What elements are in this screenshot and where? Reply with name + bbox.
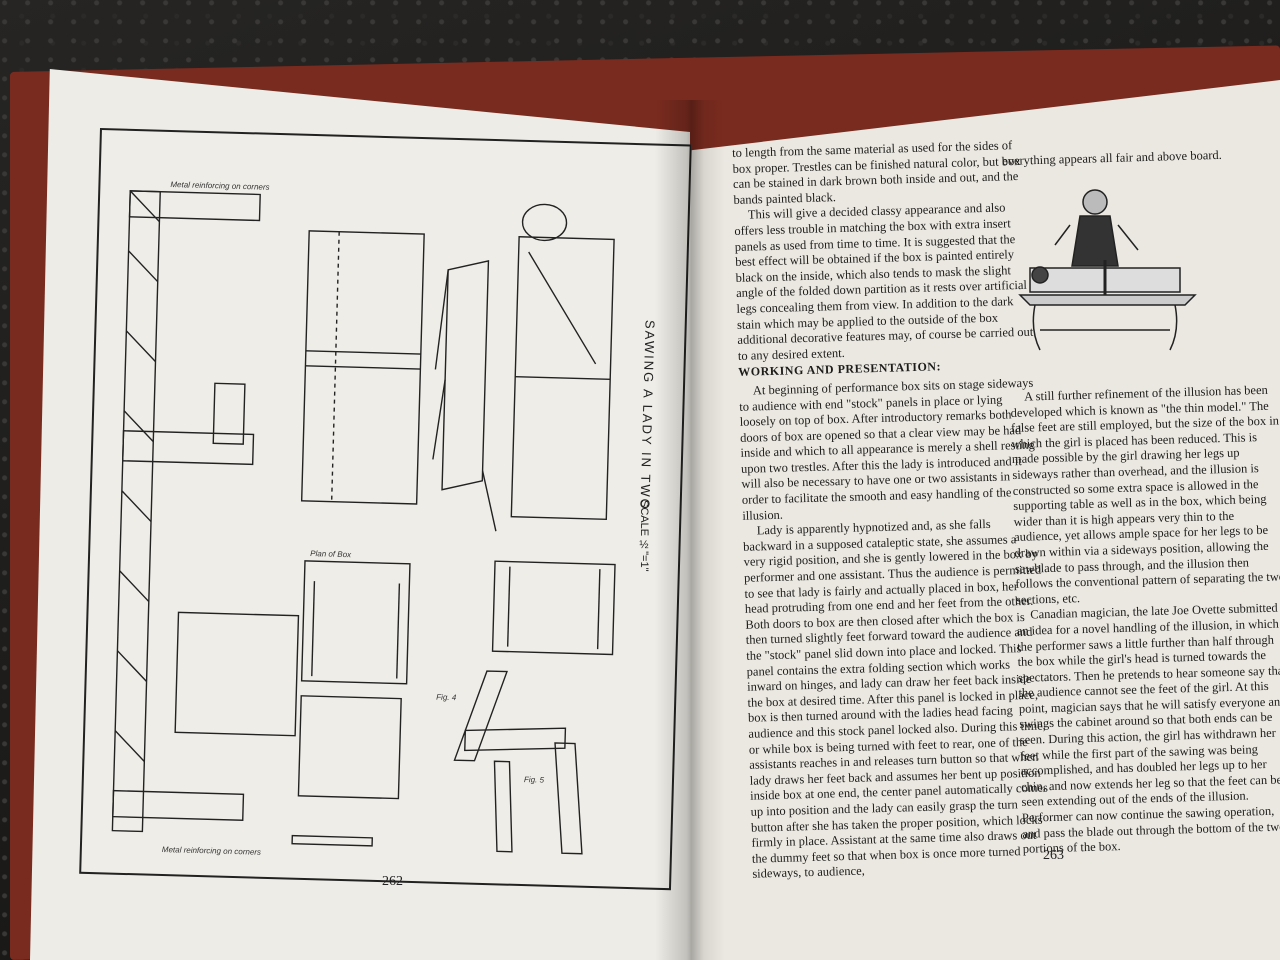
svg-text:Fig. 5: Fig. 5 <box>524 775 545 785</box>
page-number-left: 262 <box>382 874 403 889</box>
book-gutter-shadow <box>655 100 725 960</box>
paragraph: This will give a decided classy appearan… <box>734 200 1034 363</box>
svg-text:Fig. 4: Fig. 4 <box>436 693 457 703</box>
paragraph: Lady is apparently hypnotized and, as sh… <box>742 517 1049 882</box>
text-column-2: A still further refinement of the illusi… <box>1010 382 1280 857</box>
plan-scale: SCALE ½"=1" <box>638 500 650 572</box>
page-number-right: 263 <box>1043 848 1064 863</box>
right-page <box>690 80 1280 960</box>
paragraph: At beginning of performance box sits on … <box>739 375 1036 523</box>
construction-plan: Metal reinforcing on corners Metal reinf… <box>79 128 692 891</box>
svg-text:Metal reinforcing on corners: Metal reinforcing on corners <box>170 180 269 192</box>
svg-text:Plan of Box: Plan of Box <box>310 549 352 559</box>
paragraph: A still further refinement of the illusi… <box>1010 382 1280 607</box>
svg-text:Metal reinforcing on corners: Metal reinforcing on corners <box>162 845 261 857</box>
paragraph: Canadian magician, the late Joe Ovette s… <box>1016 600 1280 857</box>
illusion-illustration <box>1018 189 1197 351</box>
text-column-1: to length from the same material as used… <box>732 138 1050 883</box>
plan-drawing: Metal reinforcing on corners Metal reinf… <box>111 180 616 857</box>
paragraph: to length from the same material as used… <box>732 138 1021 207</box>
